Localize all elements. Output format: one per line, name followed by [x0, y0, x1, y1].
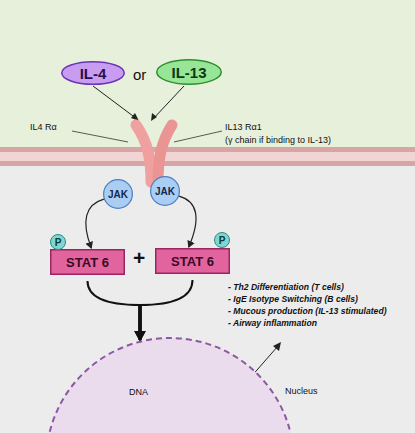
membrane-layer — [0, 161, 415, 166]
binding-arrow — [153, 86, 184, 119]
phosphate-circle-path — [51, 235, 66, 250]
signal-connector — [86, 199, 104, 248]
phosphate-circle: P — [50, 234, 66, 250]
bracket-path — [88, 281, 141, 305]
text-label: - IgE Isotype Switching (B cells) — [228, 294, 358, 304]
arrow-shaft — [138, 305, 142, 340]
text-label: or — [133, 66, 146, 83]
ligand-ellipse-path — [157, 60, 222, 85]
node-label: IL-4 — [61, 61, 125, 85]
jak-circle: JAK — [150, 176, 180, 206]
node-label: Nucleus — [285, 386, 318, 396]
bracket-path — [140, 280, 193, 305]
text-label: - Airway inflammation — [228, 318, 317, 328]
node-label: STAT 6 — [155, 248, 230, 274]
arrow-shaft — [138, 305, 142, 340]
nucleus-circle-outline — [45, 337, 295, 433]
stat6-box-path — [156, 249, 230, 274]
jak-circle: JAK — [103, 179, 133, 209]
cell-membrane — [0, 147, 415, 166]
dna-strand — [116, 403, 206, 417]
text-label: + — [133, 246, 145, 270]
stat6-box-path — [51, 250, 125, 275]
node-label: P — [214, 232, 230, 248]
stat6-box: STAT 6 — [155, 248, 230, 274]
node-label: JAK — [103, 179, 133, 209]
receptor-chain — [136, 125, 151, 182]
arrow-path — [86, 199, 104, 248]
node-label: STAT 6 — [50, 249, 125, 275]
extracellular-area — [0, 0, 415, 150]
nucleus-circle: DNANucleus — [45, 337, 295, 433]
text-label: IL4 Rα — [30, 122, 57, 132]
stat6-box: STAT 6 — [50, 249, 125, 275]
leader-line — [72, 131, 128, 142]
nucleus-circle-path — [46, 338, 294, 433]
arrow-head — [273, 342, 281, 351]
dna-helix — [116, 403, 206, 417]
ligand-ellipse: IL-13 — [156, 59, 222, 85]
signal-connector — [88, 281, 141, 340]
jak-circle-path — [104, 180, 133, 209]
node-label: DNA — [129, 387, 148, 397]
signal-connector — [140, 280, 193, 340]
text-label: - Th2 Differentiation (T cells) — [228, 282, 344, 292]
text-label: IL13 Rα1 — [225, 122, 262, 132]
jak-circle-path — [151, 177, 180, 206]
binding-arrow — [93, 86, 137, 119]
node-label: JAK — [150, 176, 180, 206]
node-label: P — [50, 234, 66, 250]
arrow-head — [151, 113, 157, 121]
receptor-chain — [158, 125, 172, 182]
node-label: IL-13 — [156, 59, 222, 85]
text-label: - Mucous production (IL-13 stimulated) — [228, 306, 387, 316]
signal-connector — [179, 196, 196, 247]
effect-arrow — [250, 346, 278, 378]
dna-strand — [116, 403, 206, 417]
phosphate-circle: P — [214, 232, 230, 248]
membrane-layer — [0, 147, 415, 152]
phosphate-circle-path — [215, 233, 230, 248]
text-label: (γ chain if binding to IL-13) — [225, 135, 331, 145]
leader-line — [174, 131, 222, 142]
ligand-ellipse-path — [62, 62, 125, 85]
arrow-path — [179, 196, 196, 247]
ligand-ellipse: IL-4 — [61, 61, 125, 85]
